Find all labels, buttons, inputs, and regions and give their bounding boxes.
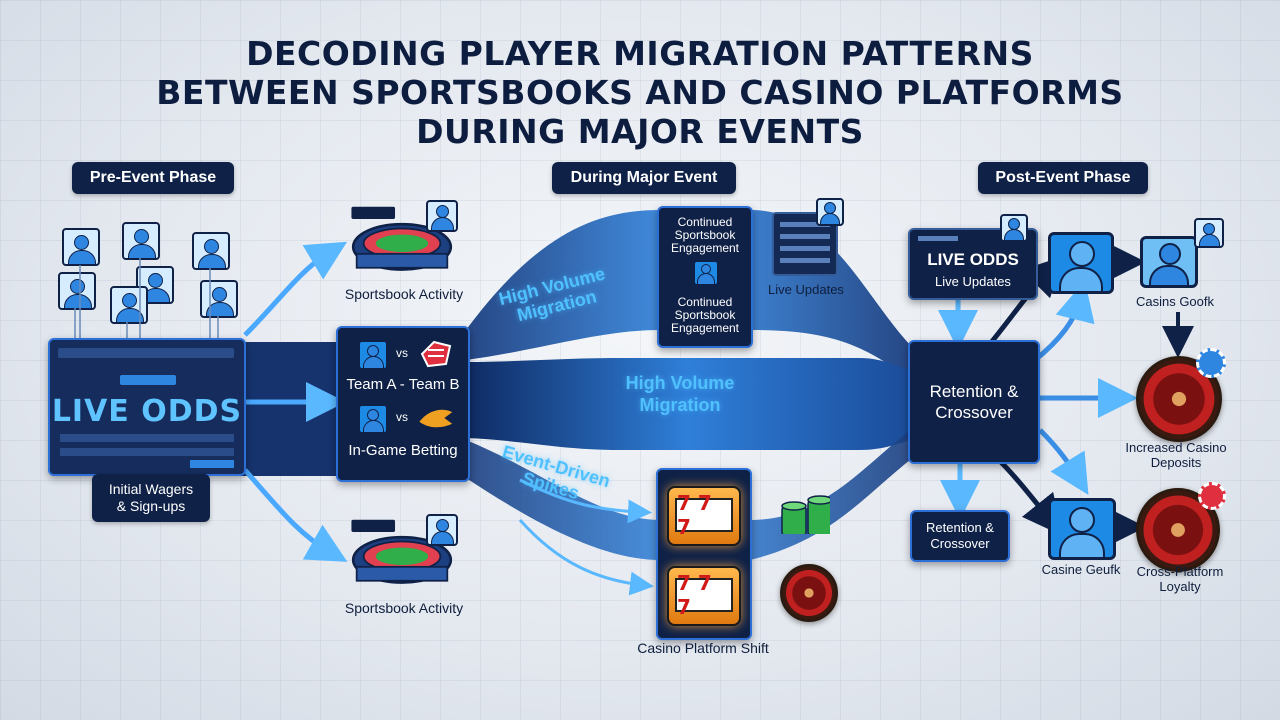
user-icon [58,272,96,310]
retention-small-label: Retention & Crossover [926,520,994,551]
slot-machine-icon: 7 7 7 [667,566,741,626]
user-icon [358,404,388,434]
chips-icon [1198,482,1226,510]
user-icon [192,232,230,270]
user-icon [816,198,844,226]
slot-machine-icon: 7 7 7 [667,486,741,546]
casino-goufk-top: Casins Goofk [1135,294,1215,309]
user-icon [122,222,160,260]
user-icon [1140,236,1198,288]
arrow-spike-2 [518,519,654,596]
retention-main-label: Retention & Crossover [929,382,1019,422]
arrow-spike-1 [519,478,652,524]
user-icon [693,260,719,286]
user-icon [110,286,148,324]
casino-platform-box: 7 7 7 7 7 7 [656,468,752,640]
sportsbook-activity-top: Sportsbook Activity [344,286,464,302]
team-match-box: vs Team A - Team B vs In-Game Betting [336,326,470,482]
chips-icon [1196,348,1226,378]
stadium-icon [351,206,453,271]
user-icon [200,280,238,318]
flow-high-volume-mid: High Volume Migration [625,373,735,415]
vs-label-1: vs [396,346,408,360]
title-line-1: DECODING PLAYER MIGRATION PATTERNS [246,34,1034,73]
casino-goufk-bottom: Casine Geufk [1041,562,1121,577]
cross-platform-loyalty: Cross-Platform Loyalty [1136,564,1224,594]
live-updates-label: Live Updates [768,282,844,297]
team-logo-icon [420,340,452,368]
in-game-betting: In-Game Betting [348,442,458,459]
continued-engagement-box: Continued Sportsbook Engagement Continue… [657,206,753,348]
continued-engagement-bottom: Continued Sportsbook Engagement [670,295,740,335]
roulette-icon [1136,356,1222,442]
connector-lines [74,258,219,338]
user-icon [426,200,458,232]
initial-wagers-label: Initial Wagers & Sign-ups [92,474,210,522]
arrow-down-right [1038,428,1089,496]
user-icon [62,228,100,266]
title-line-3: DURING MAJOR EVENTS [416,112,864,151]
user-icon [1194,218,1224,248]
user-icon [1048,232,1114,294]
page-title: DECODING PLAYER MIGRATION PATTERNS BETWE… [0,34,1280,151]
title-line-2: BETWEEN SPORTSBOOKS AND CASINO PLATFORMS [156,73,1124,112]
continued-engagement-top: Continued Sportsbook Engagement [670,215,740,255]
phase-pre-event: Pre-Event Phase [72,162,234,194]
user-icon [358,340,388,370]
post-live-updates: Live Updates [935,274,1011,289]
sportsbook-activity-bottom: Sportsbook Activity [344,600,464,616]
phase-during-event: During Major Event [552,162,736,194]
retention-main-box: Retention & Crossover [908,340,1040,464]
arrow-left-down [243,468,348,562]
live-odds-title: LIVE ODDS [51,394,243,429]
band-middle [466,358,910,450]
arrow-left-up [243,241,348,337]
retention-small-box: Retention & Crossover [910,510,1010,562]
user-icon [426,514,458,546]
stadium-icon [351,519,453,584]
casino-platform-shift: Casino Platform Shift [637,640,769,656]
vs-label-2: vs [396,410,408,424]
post-live-odds-title: LIVE ODDS [927,250,1019,269]
user-icon [1000,214,1028,242]
chips-icon [781,495,830,534]
band-left [240,342,340,476]
roulette-icon [780,564,838,622]
user-icon [1048,498,1116,560]
increased-deposits-label: Increased Casino Deposits [1125,440,1227,470]
live-odds-panel: LIVE ODDS [48,338,246,476]
phase-post-event: Post-Event Phase [978,162,1148,194]
arrow-up-right [1033,280,1095,362]
team-line: Team A - Team B [346,376,460,393]
team-logo-icon [416,407,456,430]
